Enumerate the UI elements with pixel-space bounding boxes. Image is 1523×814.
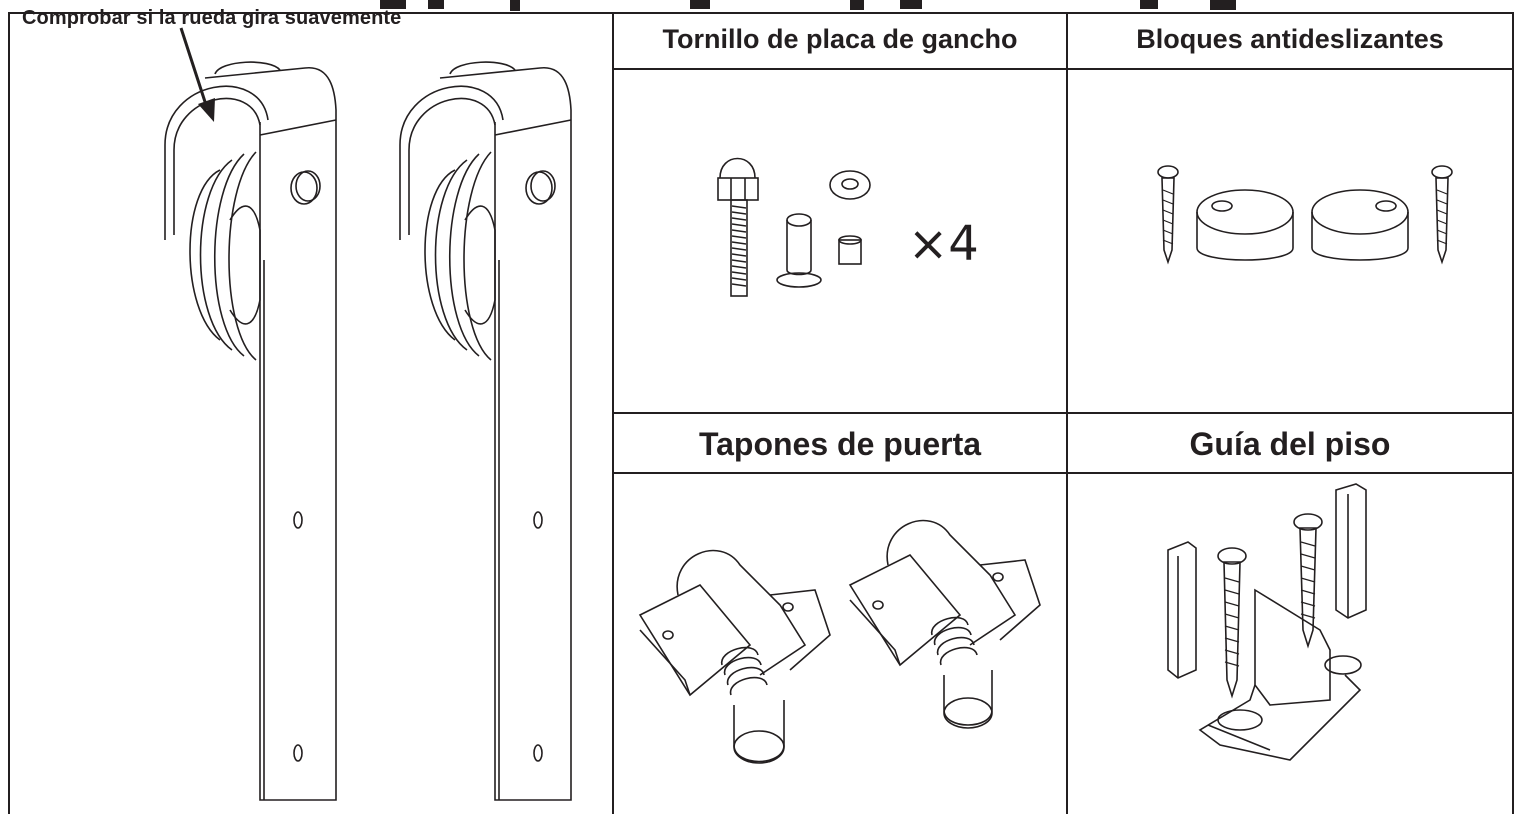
door-stoppers-illustration <box>638 519 1041 764</box>
cell-title-floor-guide: Guía del piso <box>1189 426 1391 462</box>
hanger-check-note: Comprobar si la rueda gira suavemente <box>22 7 402 29</box>
left-border <box>8 12 10 814</box>
row-divider-middle <box>612 412 1514 414</box>
hook-plate-screw-quantity: ×4 <box>908 216 979 272</box>
cropped-title-fragment <box>380 0 1236 11</box>
cell-title-anti-slip-blocks: Bloques antideslizantes <box>1136 24 1444 54</box>
hook-plate-screw-set-illustration <box>717 157 871 297</box>
top-border <box>8 12 1514 14</box>
cell-title-door-stoppers: Tapones de puerta <box>698 426 982 462</box>
floor-guide-illustration <box>1167 483 1367 761</box>
cell-title-hook-plate-screw: Tornillo de placa de gancho <box>662 24 1018 54</box>
row-divider-header-2 <box>612 472 1514 474</box>
hanger-right-illustration <box>399 61 572 801</box>
row-divider-header-1 <box>612 68 1514 70</box>
anti-slip-blocks-illustration <box>1157 165 1453 265</box>
hanger-left-illustration <box>164 27 337 801</box>
